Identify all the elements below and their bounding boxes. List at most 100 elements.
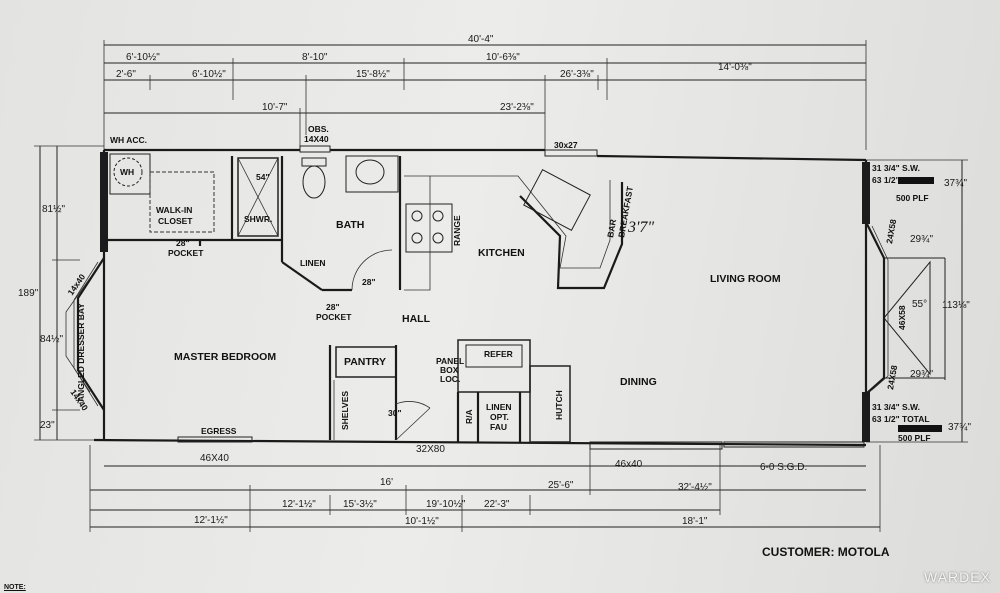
top-window [544, 149, 598, 157]
dim-bottom-3b: 10'-1½" [405, 516, 439, 527]
dim-right-1: 37¾" [944, 178, 967, 189]
refer-label: REFER [484, 349, 513, 359]
dim-bottom-2c: 19'-10½" [426, 499, 466, 510]
sw-label-bottom: 31 3/4" S.W. [872, 402, 920, 412]
angled-dresser-bay: ANGLED DRESSER BAY 14x40 14x40 [65, 257, 105, 413]
dim-top-1c: 10'-6⅜" [486, 52, 520, 63]
bath-vanity [345, 155, 399, 193]
dim-right-3: 113⅛" [942, 300, 970, 311]
window-size-bottom-1: 46X40 [200, 453, 229, 464]
walk-in-label: WALK-IN [156, 205, 192, 215]
master-bedroom-label: MASTER BEDROOM [174, 351, 276, 363]
walk-in-closet-shelf [149, 171, 215, 233]
pocket-door-top-size: 28" [176, 238, 190, 248]
obs-window [299, 145, 331, 153]
obs-window-size: 14X40 [304, 134, 329, 144]
shower-size: 54" [256, 172, 270, 182]
dim-top-1d: 14'-0⅜" [718, 62, 752, 73]
watermark: WARDEX [924, 569, 991, 585]
left-wall-shear-top [100, 152, 108, 252]
dim-left-b: 84½" [40, 334, 63, 345]
dim-top-3b: 23'-2⅜" [500, 102, 534, 113]
hall-pocket-label: POCKET [316, 312, 352, 322]
right-wall-shear-bottom [862, 392, 870, 442]
plf-label-bottom: 500 PLF [898, 433, 931, 443]
bottom-window [589, 441, 723, 450]
door-size-bottom: 32X80 [416, 444, 445, 455]
living-room-bay [865, 221, 889, 395]
closet-door-size: 30" [388, 408, 402, 418]
dim-top-1b: 8'-10" [302, 52, 328, 63]
interior-walls [104, 153, 624, 443]
linen-opt-label-1: LINEN [486, 402, 512, 412]
dim-bottom-2d: 22'-3" [484, 499, 510, 510]
customer-label: CUSTOMER: MOTOLA [762, 545, 890, 559]
bay-window-size: 46X58 [897, 305, 907, 330]
bottom-dimensions: 46X40 EGRESS 32X80 46x40 6-0 S.G.D. 16' … [89, 426, 881, 532]
dim-top-2b: 6'-10½" [192, 69, 226, 80]
linen-opt-label-2: OPT. [490, 412, 509, 422]
dim-bottom-1a: 16' [380, 477, 393, 488]
dim-bottom-2a: 12'-1½" [282, 499, 316, 510]
sliding-door-label: 6-0 S.G.D. [760, 462, 807, 473]
bar-handwritten-note: 3'7" [627, 219, 654, 236]
dim-bottom-2e: 32'-4½" [678, 482, 712, 493]
hutch-box [529, 365, 571, 443]
total-label-bottom: 63 1/2" TOTAL [872, 414, 930, 424]
kitchen-sink [523, 168, 591, 232]
return-air-label: R/A [464, 409, 474, 424]
column-marker-bottom [898, 425, 942, 432]
dim-overall-width: 40'-4" [468, 34, 494, 45]
closet-label: CLOSET [158, 216, 193, 226]
sw-label-top: 31 3/4" S.W. [872, 163, 920, 173]
bay-angle: 55° [912, 299, 927, 310]
box-label: BOX [440, 365, 459, 375]
hall-pocket-size: 28" [326, 302, 340, 312]
bath-door-size: 28" [362, 277, 376, 287]
window-size-bottom-2: 46x40 [615, 459, 643, 470]
dim-right-2: 29¾" [910, 234, 933, 245]
dim-top-1a: 6'-10½" [126, 52, 160, 63]
shelves-label: SHELVES [340, 391, 350, 430]
dim-left-a: 81½" [42, 204, 65, 215]
exterior-walls [93, 145, 870, 450]
dim-bottom-3a: 12'-1½" [194, 515, 228, 526]
dim-top-2c: 15'-8½" [356, 69, 390, 80]
sliding-glass-door [723, 441, 865, 448]
wh-access-label: WH ACC. [110, 135, 147, 145]
dim-right-4: 29¾" [910, 369, 933, 380]
dim-top-2a: 2'-6" [116, 69, 136, 80]
angled-dresser-bay-label: ANGLED DRESSER BAY [76, 303, 86, 402]
right-dimensions: 31 3/4" S.W. 63 1/2" TOTAL 37¾" 500 PLF … [866, 159, 971, 443]
range-stove [405, 203, 453, 253]
top-window-size: 30x27 [554, 140, 578, 150]
dim-left-c: 23" [40, 420, 55, 431]
plf-label-top: 500 PLF [896, 193, 929, 203]
kitchen-label: KITCHEN [478, 247, 525, 259]
refrigerator-space [457, 339, 531, 393]
loc-label: LOC. [440, 374, 460, 384]
dim-bottom-1b: 25'-6" [548, 480, 574, 491]
hutch-label: HUTCH [554, 390, 564, 420]
water-heater-label: WH [120, 167, 134, 177]
shower-stall [237, 157, 279, 237]
pantry-label: PANTRY [344, 356, 386, 368]
left-dimensions: 189" 81½" 84½" 23" [18, 145, 104, 441]
egress-window [177, 436, 253, 443]
shower-label: SHWR. [244, 214, 272, 224]
panel-label: PANEL [436, 356, 464, 366]
dining-label: DINING [620, 376, 657, 388]
dim-top-2d: 26'-3⅜" [560, 69, 594, 80]
bay-window-lower: 14x40 [68, 387, 90, 412]
right-wall-shear-top [862, 162, 870, 224]
window-size-upper: 24X58 [884, 218, 898, 244]
hall-label: HALL [402, 313, 431, 325]
note-label: NOTE: [4, 584, 26, 591]
bath-label: BATH [336, 219, 364, 231]
linen-opt-label-3: FAU [490, 422, 507, 432]
window-size-lower: 24X58 [885, 364, 899, 390]
room-labels: WH ACC. WH WALK-IN CLOSET 28" POCKET 54"… [110, 135, 781, 432]
range-label: RANGE [452, 215, 462, 246]
